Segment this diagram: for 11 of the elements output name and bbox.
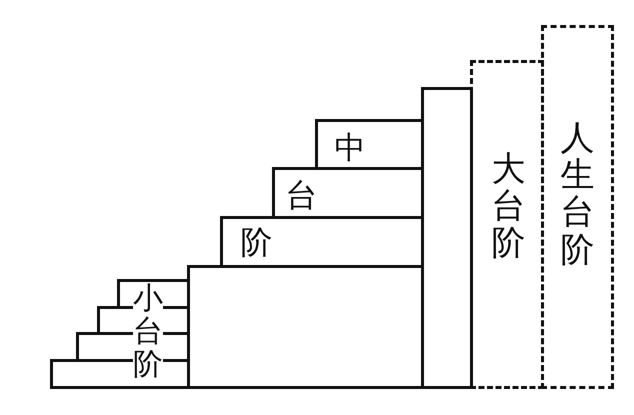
step-text: 大台阶 — [492, 150, 526, 263]
step-text: 人生台阶 — [560, 120, 594, 270]
step-box — [420, 86, 472, 388]
step-text: 台 — [286, 178, 318, 213]
step-box — [314, 118, 424, 170]
dashed-step-box — [470, 60, 544, 388]
dashed-step-box — [540, 24, 614, 388]
step-text: 中 — [334, 130, 366, 165]
vertical-label: 小台阶 — [133, 282, 163, 381]
step-text: 阶 — [240, 224, 272, 260]
step-box — [186, 264, 424, 388]
